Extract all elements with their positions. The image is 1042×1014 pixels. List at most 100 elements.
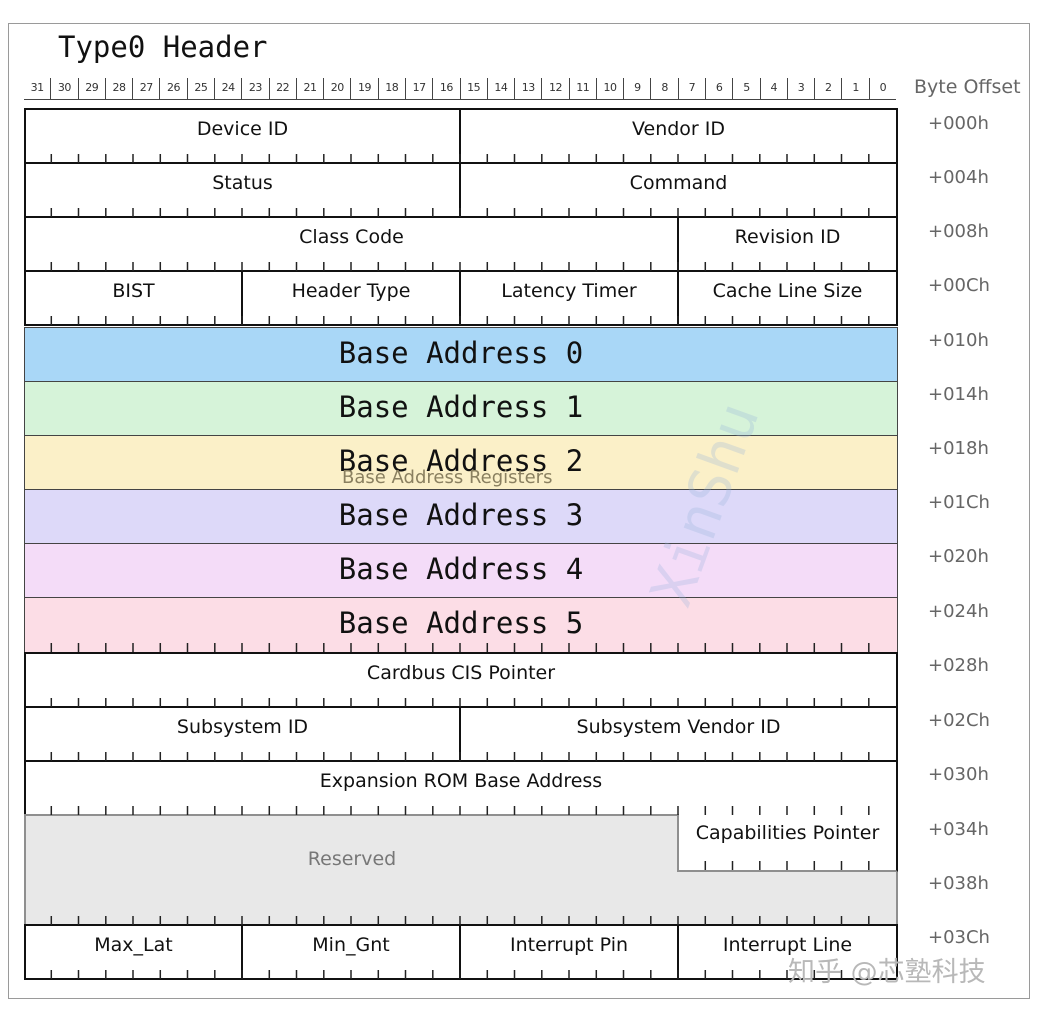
field-cache-line-size: Cache Line Size	[677, 270, 898, 326]
byte-offset-02ch: +02Ch	[928, 710, 990, 731]
bit-number: 15	[459, 78, 487, 100]
field-expansion-rom-base-address-label: Expansion ROM Base Address	[319, 770, 603, 792]
field-status-label: Status	[212, 172, 273, 194]
bit-number: 5	[732, 78, 760, 100]
byte-offset-01ch: +01Ch	[928, 492, 990, 513]
bit-number: 26	[159, 78, 187, 100]
field-class-code-label: Class Code	[299, 226, 404, 248]
field-vendor-id: Vendor ID	[459, 108, 898, 164]
field-cache-line-size-label: Cache Line Size	[712, 280, 863, 302]
byte-offset-028h: +028h	[928, 655, 989, 676]
byte-offset-008h: +008h	[928, 221, 989, 242]
byte-offset-010h: +010h	[928, 330, 989, 351]
bit-number: 24	[213, 78, 242, 100]
field-reserved-label: Reserved	[307, 848, 397, 870]
field-subsystem-id: Subsystem ID	[24, 706, 461, 762]
field-cardbus-cis-pointer-label: Cardbus CIS Pointer	[366, 662, 556, 684]
bit-number: 30	[50, 78, 78, 100]
field-interrupt-line-label: Interrupt Line	[722, 934, 853, 956]
field-expansion-rom-base-address: Expansion ROM Base Address	[24, 760, 898, 816]
bit-number: 14	[486, 78, 515, 100]
field-revision-id-label: Revision ID	[734, 226, 841, 248]
bit-number: 19	[350, 78, 378, 100]
field-base-address-4: Base Address 4	[24, 543, 898, 598]
field-interrupt-pin-label: Interrupt Pin	[509, 934, 629, 956]
field-status: Status	[24, 162, 461, 218]
field-header-type: Header Type	[241, 270, 461, 326]
bit-number: 22	[268, 78, 296, 100]
bit-number: 2	[814, 78, 842, 100]
field-interrupt-pin: Interrupt Pin	[459, 924, 679, 980]
field-min-gnt: Min_Gnt	[241, 924, 461, 980]
field-command-label: Command	[629, 172, 728, 194]
field-vendor-id-label: Vendor ID	[631, 118, 726, 140]
field-capabilities-pointer: Capabilities Pointer	[677, 814, 898, 872]
field-base-address-4-label: Base Address 4	[338, 552, 584, 586]
field-device-id: Device ID	[24, 108, 461, 164]
field-revision-id: Revision ID	[677, 216, 898, 272]
field-bist-label: BIST	[112, 280, 155, 302]
field-base-address-3-label: Base Address 3	[338, 498, 584, 532]
field-min-gnt-label: Min_Gnt	[312, 934, 390, 956]
field-base-address-2-label: Base Address 2	[338, 444, 584, 478]
field-class-code: Class Code	[24, 216, 679, 272]
bit-number: 17	[404, 78, 433, 100]
field-base-address-5-label: Base Address 5	[338, 606, 584, 640]
field-command: Command	[459, 162, 898, 218]
byte-offset-030h: +030h	[928, 764, 989, 785]
field-cardbus-cis-pointer: Cardbus CIS Pointer	[24, 652, 898, 708]
bit-number: 18	[377, 78, 405, 100]
bit-number: 16	[432, 78, 460, 100]
bit-number: 6	[705, 78, 733, 100]
field-max-lat-label: Max_Lat	[94, 934, 173, 956]
bit-number: 20	[323, 78, 351, 100]
bit-number: 3	[786, 78, 815, 100]
byte-offset-014h: +014h	[928, 384, 989, 405]
diagram-frame	[8, 23, 1030, 999]
byte-offset-034h: +034h	[928, 819, 989, 840]
bit-number: 13	[514, 78, 542, 100]
byte-offset-024h: +024h	[928, 601, 989, 622]
byte-offset-000h: +000h	[928, 113, 989, 134]
bit-number: 7	[677, 78, 706, 100]
field-latency-timer-label: Latency Timer	[501, 280, 637, 302]
byte-offset-018h: +018h	[928, 438, 989, 459]
bit-number: 8	[650, 78, 678, 100]
field-base-address-5: Base Address 5	[24, 597, 898, 653]
field-bist: BIST	[24, 270, 243, 326]
byte-offset-03ch: +03Ch	[928, 927, 990, 948]
diagram-title: Type0 Header	[58, 30, 268, 64]
byte-offset-header: Byte Offset	[914, 76, 1021, 98]
bit-number: 29	[77, 78, 105, 100]
base-address-registers-caption: Base Address Registers	[342, 467, 553, 488]
field-base-address-0: Base Address 0	[24, 327, 898, 382]
bit-number: 4	[759, 78, 787, 100]
field-base-address-1-label: Base Address 1	[338, 390, 584, 424]
bit-number: 11	[568, 78, 596, 100]
field-subsystem-vendor-id-label: Subsystem Vendor ID	[576, 716, 781, 738]
bit-number: 27	[132, 78, 160, 100]
bit-number: 25	[186, 78, 214, 100]
byte-offset-038h: +038h	[928, 873, 989, 894]
field-max-lat: Max_Lat	[24, 924, 243, 980]
field-subsystem-vendor-id: Subsystem Vendor ID	[459, 706, 898, 762]
bit-number: 28	[104, 78, 133, 100]
bit-number: 10	[595, 78, 624, 100]
field-base-address-0-label: Base Address 0	[338, 336, 584, 370]
bit-number: 31	[24, 78, 51, 100]
bit-number: 1	[841, 78, 869, 100]
field-subsystem-id-label: Subsystem ID	[176, 716, 309, 738]
field-header-type-label: Header Type	[291, 280, 411, 302]
byte-offset-020h: +020h	[928, 546, 989, 567]
credit-text: 知乎 @芯塾科技	[788, 957, 986, 988]
bit-number: 23	[241, 78, 269, 100]
field-latency-timer: Latency Timer	[459, 270, 679, 326]
bit-number: 9	[623, 78, 651, 100]
field-base-address-3: Base Address 3	[24, 489, 898, 544]
bit-number: 12	[541, 78, 569, 100]
byte-offset-004h: +004h	[928, 167, 989, 188]
field-device-id-label: Device ID	[196, 118, 289, 140]
field-capabilities-pointer-label: Capabilities Pointer	[695, 822, 880, 844]
